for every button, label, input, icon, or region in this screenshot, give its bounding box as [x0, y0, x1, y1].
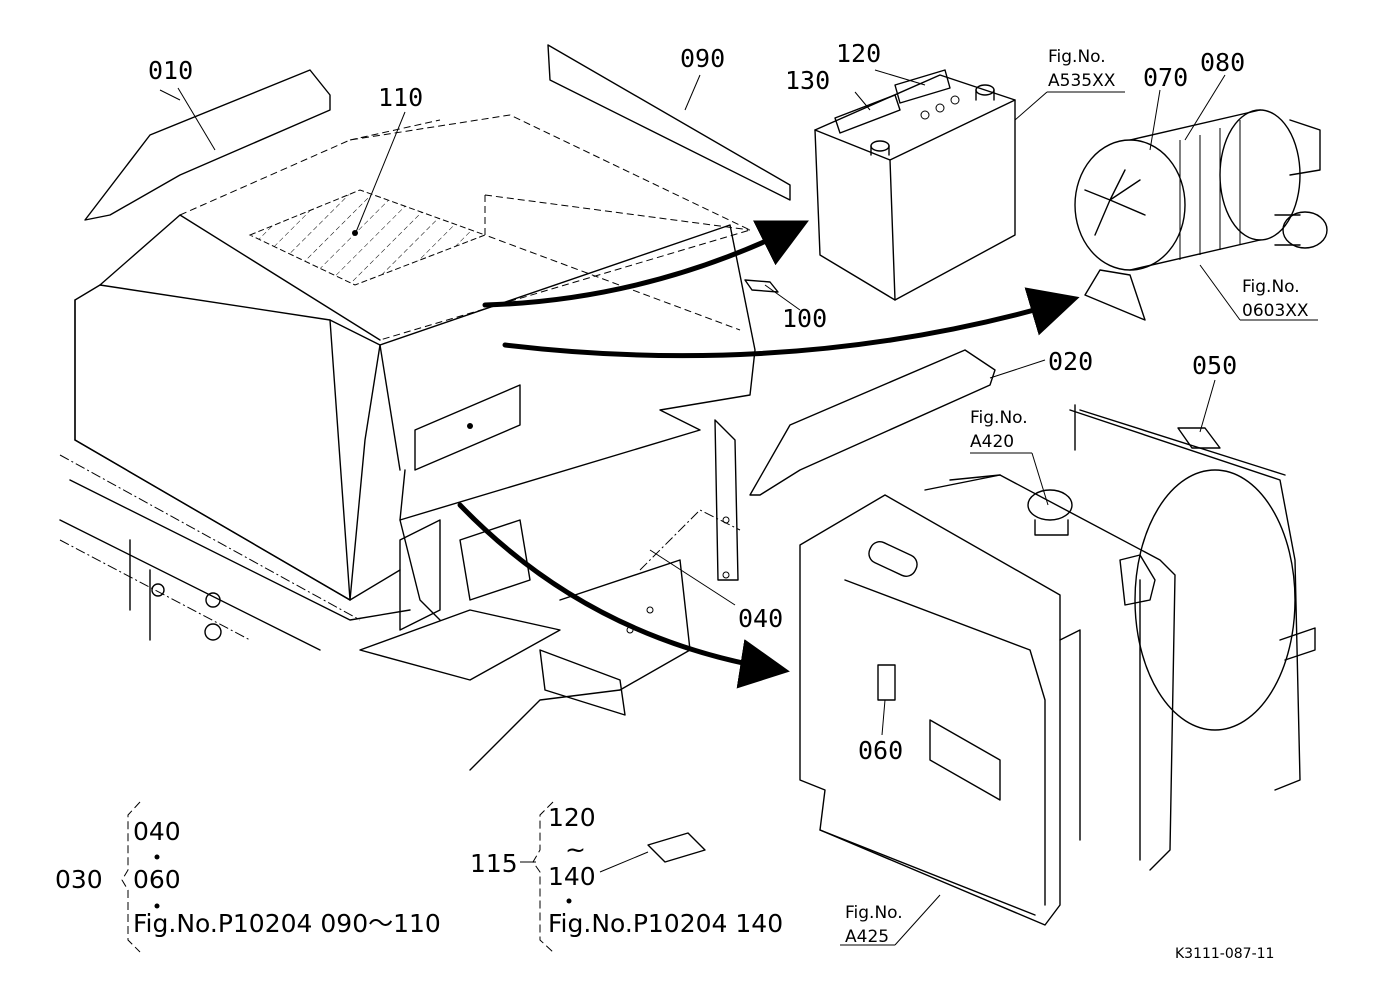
set-030-label: 030	[55, 865, 103, 894]
decal-010	[84, 69, 331, 221]
set-115-ref: Fig.No.P10204 140	[548, 909, 783, 938]
decal-090	[547, 44, 791, 201]
label-070: 070	[1143, 63, 1188, 92]
fig-ref-battery-line1: Fig.No.	[1048, 47, 1106, 67]
set-115-range-end: 140	[548, 862, 596, 891]
label-010: 010	[148, 56, 193, 85]
decal-100	[744, 279, 779, 293]
label-060: 060	[858, 736, 903, 765]
leader-lines	[159, 69, 1318, 946]
radiator-assembly	[799, 404, 1316, 926]
set-030-item-1: 040	[133, 817, 181, 846]
brace-030	[121, 801, 141, 953]
label-020: 020	[1048, 347, 1093, 376]
label-110: 110	[378, 83, 423, 112]
decal-115-sample	[647, 832, 706, 863]
label-090: 090	[680, 44, 725, 73]
fig-ref-aircleaner-line2: 0603XX	[1242, 301, 1309, 321]
set-030-item-2: 060	[133, 865, 181, 894]
label-040: 040	[738, 604, 783, 633]
fig-ref-radiator-line2: A420	[970, 432, 1014, 452]
label-100: 100	[782, 304, 827, 333]
air-cleaner	[1074, 109, 1328, 321]
label-130: 130	[785, 66, 830, 95]
set-115-range-start: 120	[548, 803, 596, 832]
fig-ref-shroud-line2: A425	[845, 927, 889, 947]
decal-050	[1177, 427, 1221, 449]
arrow-to-radiator	[457, 502, 790, 689]
set-030-item-3: Fig.No.P10204 090～110	[133, 909, 441, 938]
label-120: 120	[836, 39, 881, 68]
set-115-range-sep: ~	[565, 835, 586, 864]
arrow-to-battery	[482, 220, 809, 308]
fig-ref-shroud-line1: Fig.No.	[845, 903, 903, 923]
arrow-to-air-cleaner	[502, 287, 1080, 359]
label-050: 050	[1192, 351, 1237, 380]
label-080: 080	[1200, 48, 1245, 77]
hood-assembly	[59, 114, 756, 771]
fig-ref-battery-line2: A535XX	[1048, 71, 1116, 91]
decal-060	[877, 664, 896, 701]
fig-ref-aircleaner-line1: Fig.No.	[1242, 277, 1300, 297]
decal-020	[749, 349, 996, 496]
battery	[814, 69, 1016, 301]
drawing-code: K3111-087-11	[1175, 946, 1274, 962]
set-115-label: 115	[470, 849, 518, 878]
fig-ref-radiator-line1: Fig.No.	[970, 408, 1028, 428]
